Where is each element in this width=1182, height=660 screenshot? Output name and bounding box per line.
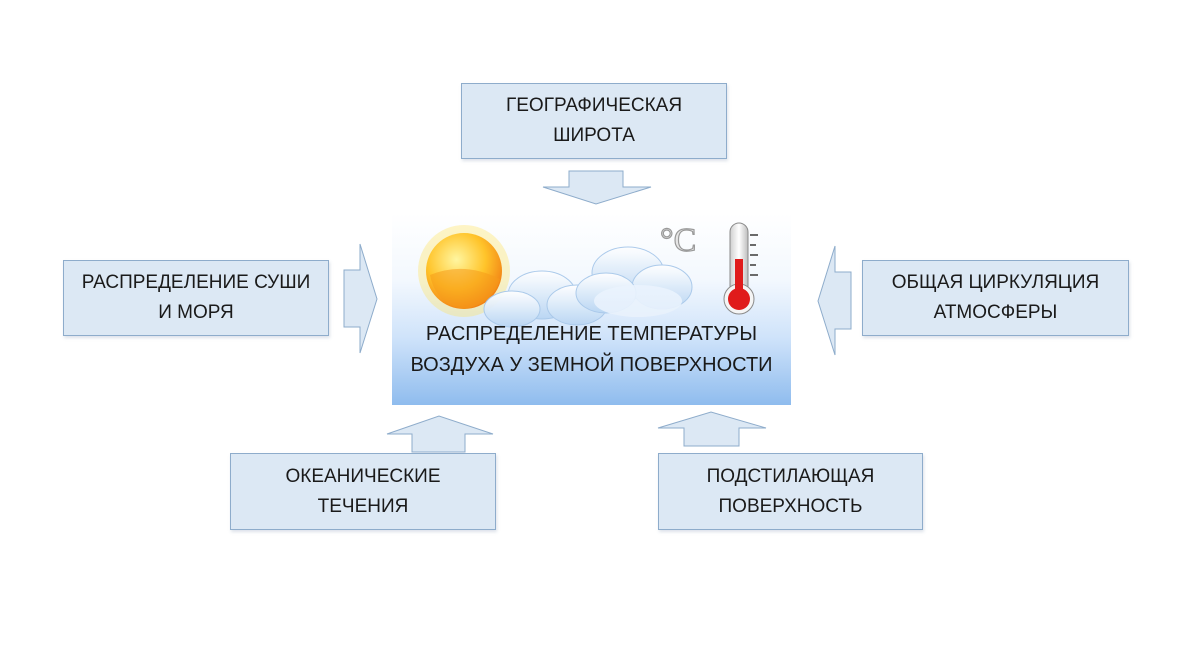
factor-box-atmospheric-circulation: ОБЩАЯ ЦИРКУЛЯЦИЯ АТМОСФЕРЫ [862, 260, 1129, 336]
factor-box-geographic-latitude: ГЕОГРАФИЧЕСКАЯ ШИРОТА [461, 83, 727, 159]
central-topic-panel: °C РАСПРЕДЕЛЕНИЕ ТЕМПЕРАТУРЫ ВОЗДУХА У З… [392, 213, 791, 405]
arrow-right-icon [343, 243, 378, 354]
thermometer-icon [723, 222, 758, 315]
arrow-down-icon [542, 170, 652, 205]
factor-label-line-2: ПОВЕРХНОСТЬ [718, 495, 863, 517]
central-topic-title: РАСПРЕДЕЛЕНИЕ ТЕМПЕРАТУРЫ ВОЗДУХА У ЗЕМН… [392, 319, 791, 381]
factor-label-line-2: И МОРЯ [158, 302, 234, 323]
arrow-up-icon [386, 415, 494, 453]
celsius-symbol: °C [660, 222, 696, 259]
factor-box-underlying-surface: ПОДСТИЛАЮЩАЯ ПОВЕРХНОСТЬ [658, 453, 923, 530]
factor-label-line-2: АТМОСФЕРЫ [933, 302, 1058, 323]
factor-box-ocean-currents: ОКЕАНИЧЕСКИЕ ТЕЧЕНИЯ [230, 453, 496, 530]
arrow-left-icon [817, 245, 852, 356]
central-topic-line-1: РАСПРЕДЕЛЕНИЕ ТЕМПЕРАТУРЫ [425, 323, 758, 345]
factor-label-line-1: ПОДСТИЛАЮЩАЯ [706, 465, 875, 487]
central-topic-line-2: ВОЗДУХА У ЗЕМНОЙ ПОВЕРХНОСТИ [410, 354, 773, 376]
sun-icon [418, 225, 510, 317]
weather-illustration: °C [418, 221, 758, 328]
factor-label-line-1: ГЕОГРАФИЧЕСКАЯ [505, 95, 683, 116]
factor-label-line-2: ТЕЧЕНИЯ [317, 495, 409, 517]
factor-label-line-2: ШИРОТА [553, 125, 635, 146]
factor-label-line-1: ОБЩАЯ ЦИРКУЛЯЦИЯ [891, 272, 1100, 293]
cloud-icon [483, 246, 693, 328]
factor-label-line-1: РАСПРЕДЕЛЕНИЕ СУШИ [81, 272, 311, 293]
factor-label-line-1: ОКЕАНИЧЕСКИЕ [285, 465, 441, 487]
factor-box-land-sea-distribution: РАСПРЕДЕЛЕНИЕ СУШИ И МОРЯ [63, 260, 329, 336]
arrow-up-icon [657, 411, 767, 447]
